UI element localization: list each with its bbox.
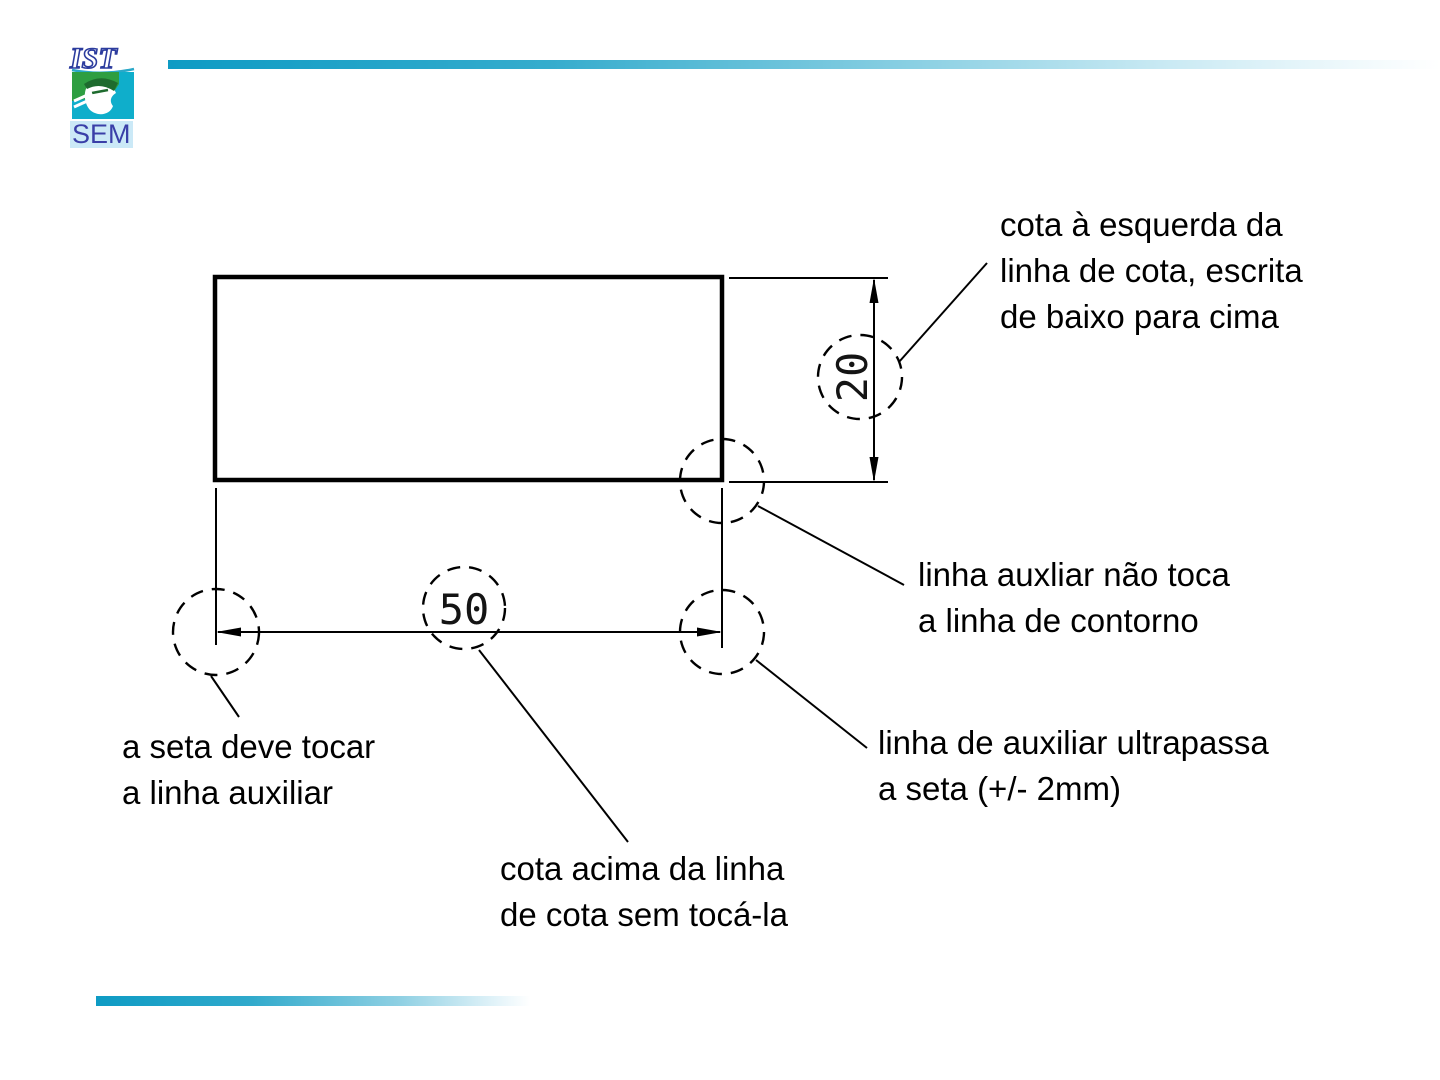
annotation-line: a linha de contorno [918,602,1199,639]
detail-circle-corner-gap [678,437,766,525]
annotation-line: a linha auxiliar [122,774,333,811]
annotation-line: de cota sem tocá-la [500,896,788,933]
ist-face-icon [72,72,134,119]
ist-wordmark: IST [68,41,135,76]
arrowhead-up [869,278,879,303]
ist-letters: IST [69,42,118,75]
annotation-line: a seta (+/- 2mm) [878,770,1121,807]
annotation-line: a seta deve tocar [122,728,376,765]
annotation-line: linha auxliar não toca [918,556,1230,593]
annotation-line: cota à esquerda da [1000,206,1283,243]
detail-circle-dim50 [421,565,507,651]
annotation-line: cota acima da linha [500,850,785,887]
annotation-cota-esquerda: cota à esquerda da linha de cota, escrit… [1000,202,1303,340]
sem-label: SEM [70,119,133,149]
annotation-linha-ultrapassa: linha de auxiliar ultrapassa a seta (+/-… [878,720,1269,812]
leader-line-linha-ultrapassa [755,659,868,749]
leader-line-linha-nao-toca [757,505,905,586]
annotation-cota-acima: cota acima da linha de cota sem tocá-la [500,846,788,938]
dim-label-20: 20 [828,351,877,403]
detail-circle-left-arrow [171,587,261,677]
dim-label-50: 50 [438,585,490,634]
arrowhead-left [216,627,241,637]
detail-circle-dim20 [816,333,904,421]
leader-line-cota-acima [478,649,629,843]
leader-line-cota-esquerda [898,262,988,363]
arrowhead-down [869,457,879,482]
ist-logo-block: IST [66,41,146,127]
annotation-line: linha de auxiliar ultrapassa [878,724,1269,761]
leader-line-seta-toca [210,675,240,718]
annotation-seta-toca: a seta deve tocar a linha auxiliar [122,724,375,816]
annotation-line: de baixo para cima [1000,298,1279,335]
bottom-gradient-bar [96,996,530,1006]
arrowhead-right [697,627,722,637]
part-outline-rect [212,274,725,483]
annotation-line: linha de cota, escrita [1000,252,1303,289]
ist-logo: IST [68,41,135,119]
top-gradient-bar [168,60,1440,69]
detail-circle-right-arrow [678,588,766,676]
annotation-linha-nao-toca: linha auxliar não toca a linha de contor… [918,552,1230,644]
